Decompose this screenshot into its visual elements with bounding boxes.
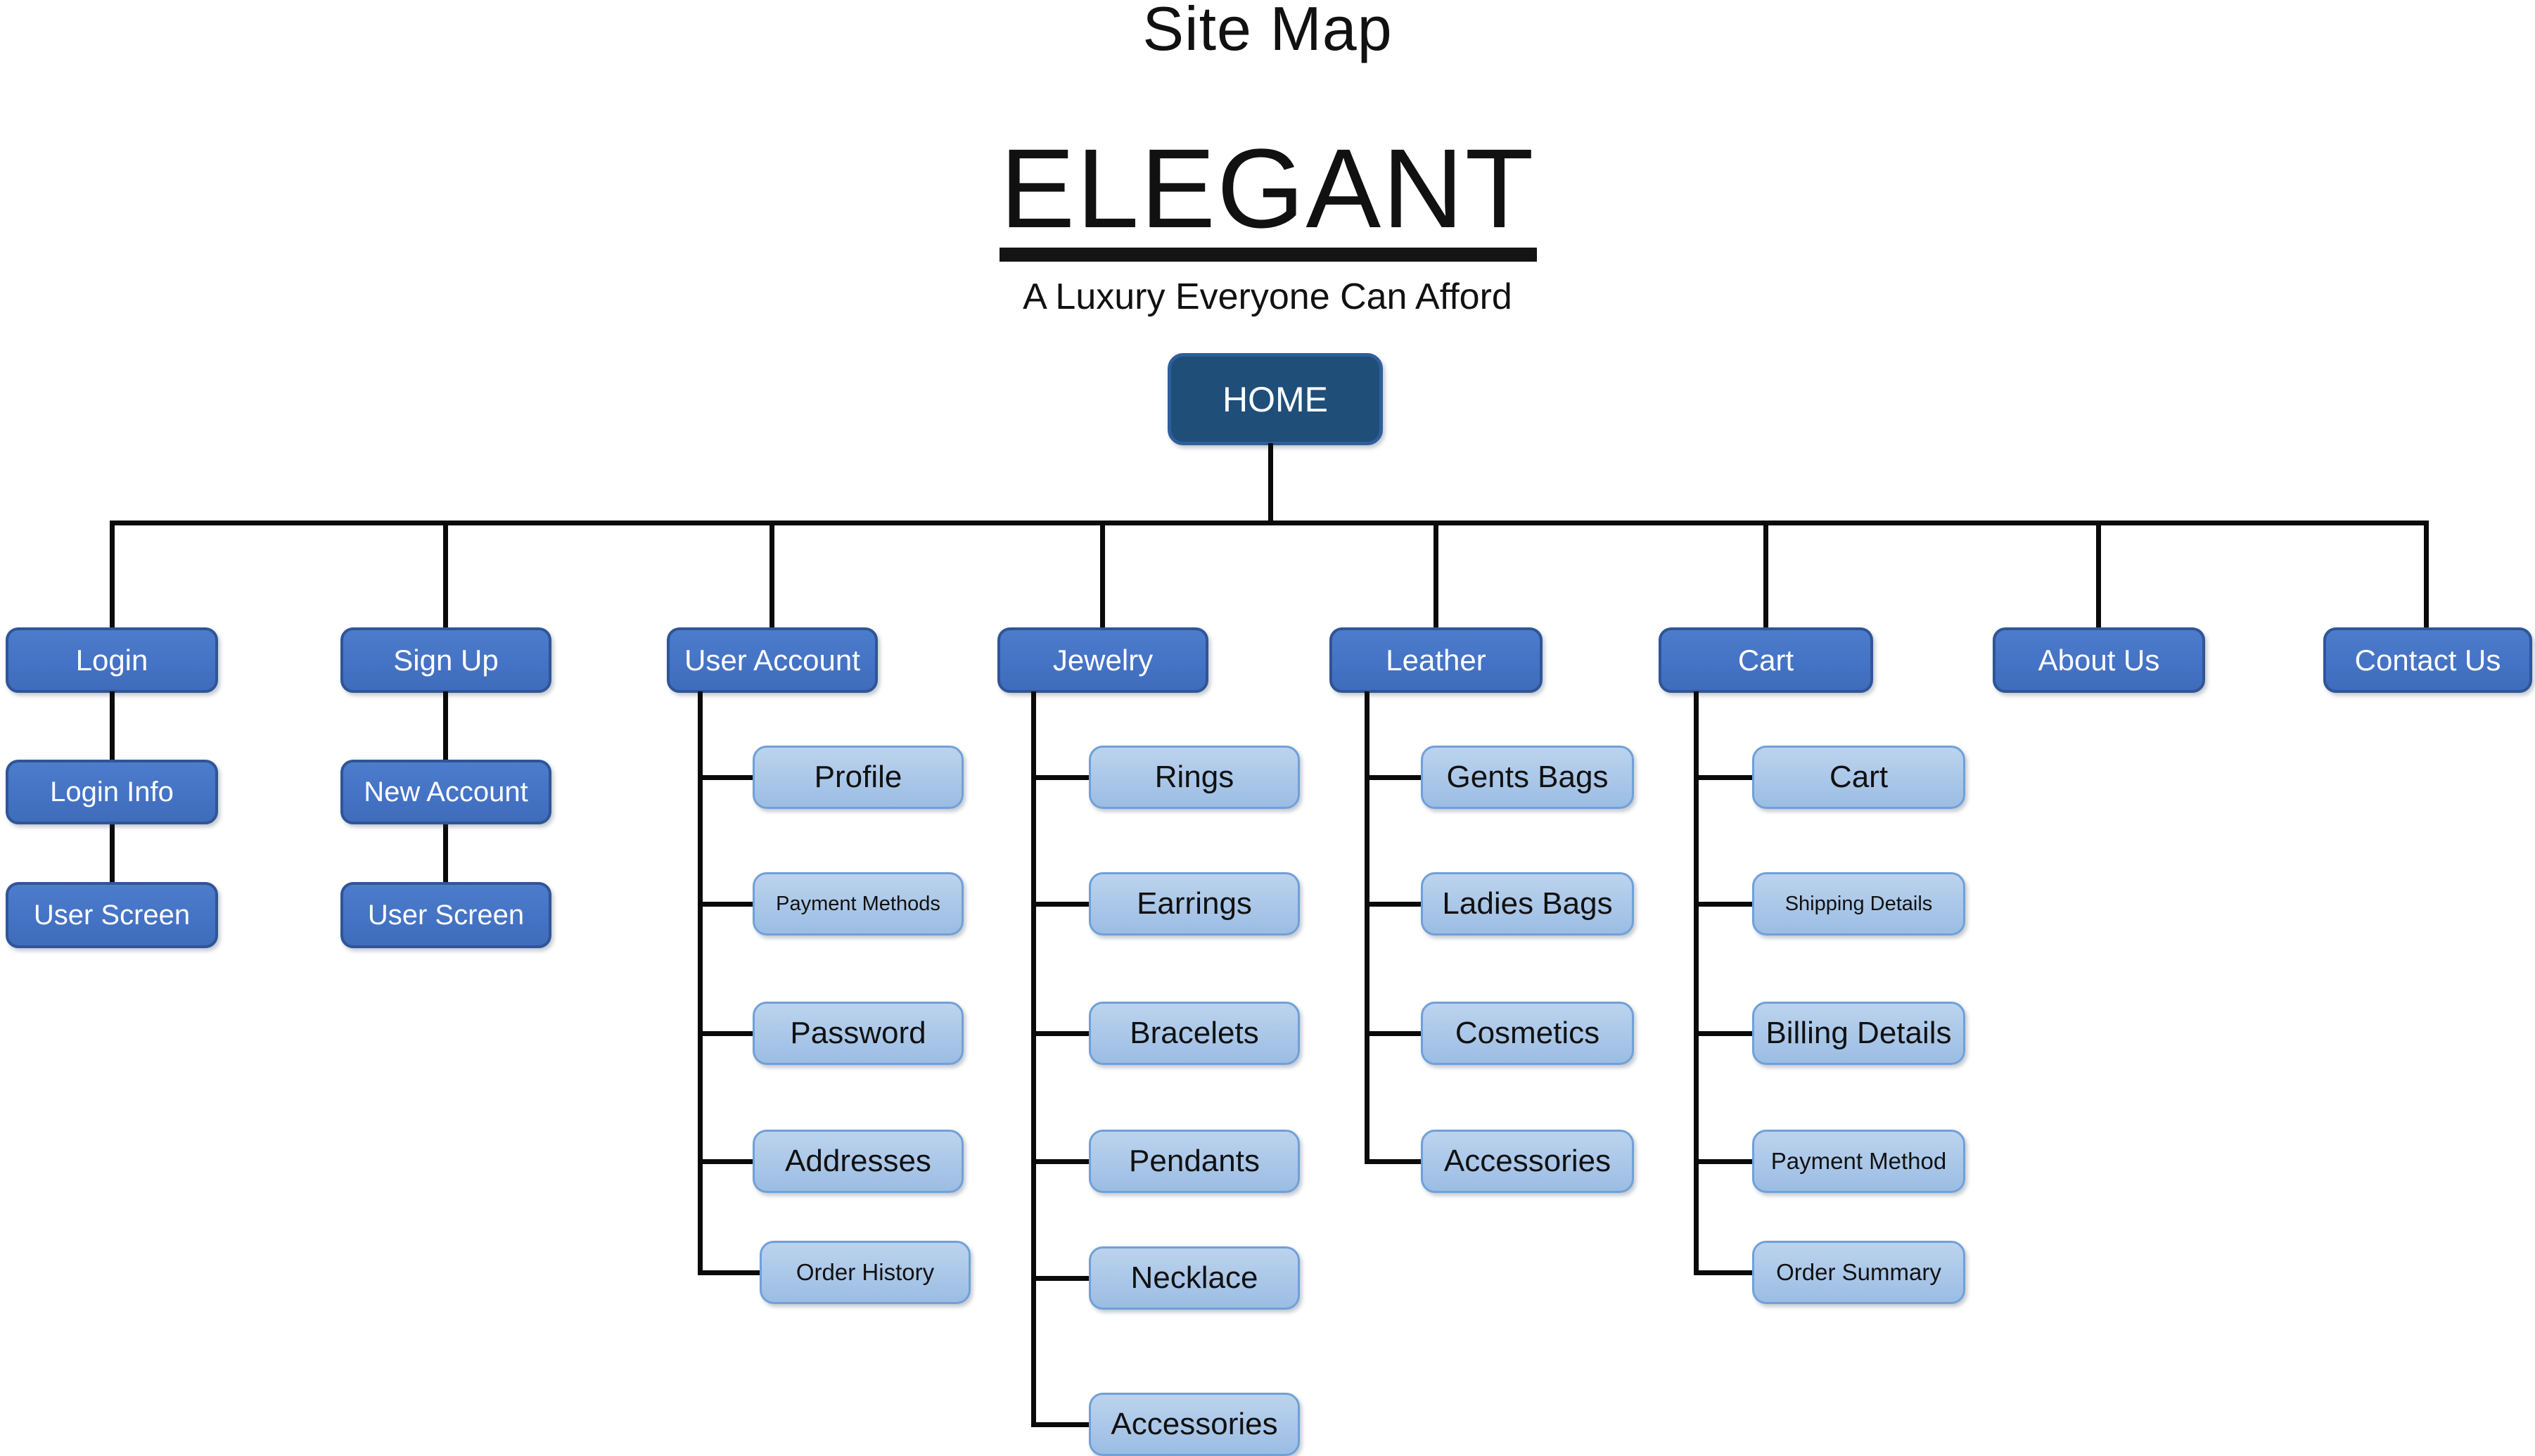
connector-drop-jewelry	[1100, 521, 1105, 630]
connector-stub-addresses	[698, 1159, 755, 1164]
node-cart: Cart	[1659, 627, 1873, 693]
connector-leather-trunk	[1365, 691, 1369, 1164]
node-jewelry: Jewelry	[997, 627, 1208, 693]
node-cosmetics: Cosmetics	[1421, 1002, 1634, 1065]
node-earrings: Earrings	[1089, 872, 1300, 935]
connector-stub-pendants	[1031, 1159, 1090, 1164]
connector-drop-sign-up	[443, 521, 448, 630]
node-home: HOME	[1168, 353, 1383, 445]
connector-stub-payment-methods	[698, 902, 755, 907]
connector-bus	[110, 521, 2429, 525]
node-necklace: Necklace	[1089, 1246, 1300, 1310]
page-title: Site Map	[1142, 0, 1393, 63]
connector-stub-shipping-details	[1694, 902, 1754, 907]
connector-stub-profile	[698, 775, 755, 780]
node-about-us: About Us	[1993, 627, 2205, 693]
connector-stub-payment-method	[1694, 1159, 1754, 1164]
node-jewelry-accessories: Accessories	[1089, 1393, 1300, 1456]
node-new-account: New Account	[340, 760, 551, 824]
node-billing-details: Billing Details	[1752, 1002, 1965, 1065]
connector-stub-cart	[1694, 775, 1754, 780]
connector-stub-jewelry-accessories	[1031, 1422, 1090, 1427]
connector-drop-leather	[1433, 521, 1438, 630]
node-user-screen-login: User Screen	[6, 882, 218, 948]
connector-user-account-trunk	[698, 691, 703, 1275]
node-user-account: User Account	[667, 627, 878, 693]
node-leather: Leather	[1329, 627, 1543, 693]
connector-drop-user-account	[770, 521, 774, 630]
connector-stub-ladies-bags	[1365, 902, 1422, 907]
node-gents-bags: Gents Bags	[1421, 746, 1634, 809]
connector-login-2	[110, 823, 115, 883]
connector-drop-about-us	[2096, 521, 2101, 630]
connector-stub-necklace	[1031, 1276, 1090, 1281]
connector-drop-contact-us	[2424, 521, 2429, 630]
connector-home-drop	[1268, 443, 1273, 522]
connector-stub-billing-details	[1694, 1031, 1754, 1036]
node-addresses: Addresses	[753, 1130, 964, 1193]
node-ladies-bags: Ladies Bags	[1421, 872, 1634, 935]
connector-login-1	[110, 691, 115, 761]
node-bracelets: Bracelets	[1089, 1002, 1300, 1065]
node-cart-child: Cart	[1752, 746, 1965, 809]
node-password: Password	[753, 1002, 964, 1065]
node-order-history: Order History	[760, 1241, 971, 1304]
connector-stub-rings	[1031, 775, 1090, 780]
node-contact-us: Contact Us	[2323, 627, 2532, 693]
node-login-info: Login Info	[6, 760, 218, 824]
connector-stub-password	[698, 1031, 755, 1036]
connector-stub-earrings	[1031, 902, 1090, 907]
node-pendants: Pendants	[1089, 1130, 1300, 1193]
connector-sign-up-2	[443, 823, 448, 883]
node-sign-up: Sign Up	[340, 627, 551, 693]
node-rings: Rings	[1089, 746, 1300, 809]
node-login: Login	[6, 627, 218, 693]
connector-stub-bracelets	[1031, 1031, 1090, 1036]
brand-name: ELEGANT	[1000, 125, 1535, 251]
connector-stub-order-summary	[1694, 1270, 1754, 1275]
connector-drop-cart	[1763, 521, 1768, 630]
connector-drop-login	[110, 521, 115, 630]
connector-jewelry-trunk	[1031, 691, 1036, 1427]
connector-cart-trunk	[1694, 691, 1699, 1275]
node-order-summary: Order Summary	[1752, 1241, 1965, 1304]
connector-stub-order-history	[698, 1270, 762, 1275]
connector-stub-gents-bags	[1365, 775, 1422, 780]
node-user-screen-sign-up: User Screen	[340, 882, 551, 948]
node-payment-method: Payment Method	[1752, 1130, 1965, 1193]
node-payment-methods: Payment Methods	[753, 872, 964, 935]
connector-stub-cosmetics	[1365, 1031, 1422, 1036]
connector-sign-up-1	[443, 691, 448, 761]
node-leather-accessories: Accessories	[1421, 1130, 1634, 1193]
brand-underline	[1000, 248, 1537, 262]
connector-stub-leather-accessories	[1365, 1159, 1422, 1164]
brand-tagline: A Luxury Everyone Can Afford	[1023, 276, 1512, 317]
node-shipping-details: Shipping Details	[1752, 872, 1965, 935]
node-profile: Profile	[753, 746, 964, 809]
